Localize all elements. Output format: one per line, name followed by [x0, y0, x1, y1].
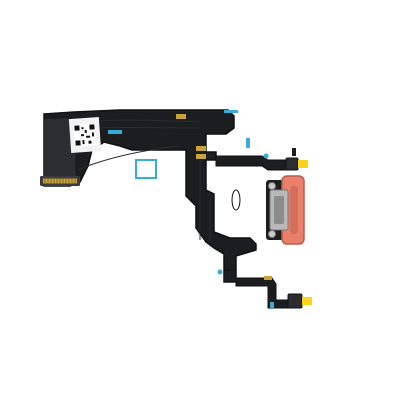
mounting-slot [231, 189, 241, 211]
upper-mic-branch [215, 148, 308, 171]
serial-label [68, 116, 102, 154]
lower-mic-branch [217, 269, 312, 309]
charging-port-connector [266, 175, 305, 245]
gold-pads [176, 114, 206, 159]
flex-main-board [43, 109, 257, 283]
board-connector [40, 176, 80, 186]
blue-tape-pieces [108, 110, 250, 179]
flex-cable [40, 109, 257, 283]
